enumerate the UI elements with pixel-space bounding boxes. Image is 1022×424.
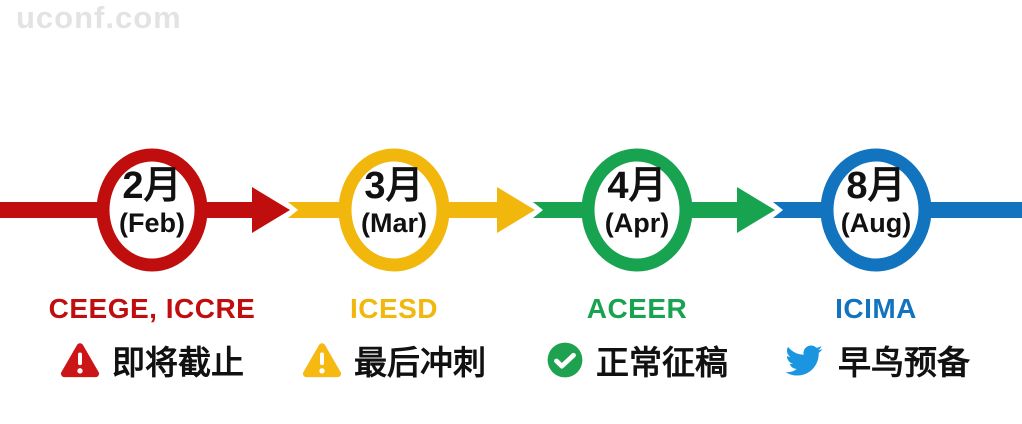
- alert-triangle-icon: [60, 342, 100, 377]
- alert-triangle-icon: [302, 342, 342, 377]
- watermark: uconf.com: [16, 0, 182, 35]
- status-aug: 早鸟预备: [756, 337, 996, 383]
- arrowhead-red: [252, 187, 290, 233]
- month-label-cn: 4月: [607, 165, 667, 207]
- arrowhead-yellow: [497, 187, 535, 233]
- node-ring-mar: [338, 148, 450, 272]
- arrowhead-green: [737, 187, 775, 233]
- status-text: 即将截止: [112, 344, 244, 381]
- status-text: 正常征稿: [596, 344, 728, 381]
- node-ring-aug: [820, 148, 932, 272]
- node-ring-feb: [96, 148, 208, 272]
- month-label-en: (Mar): [361, 207, 427, 238]
- status-text: 最后冲刺: [354, 344, 486, 381]
- conference-names-feb: CEEGE, ICCRE: [32, 293, 272, 325]
- conference-names-apr: ACEER: [517, 293, 757, 325]
- month-label-en: (Feb): [119, 207, 185, 238]
- month-label-cn: 3月: [364, 165, 424, 207]
- node-month-feb: 2月 (Feb): [32, 165, 272, 239]
- month-label-cn: 8月: [846, 165, 906, 207]
- conference-names-text: CEEGE, ICCRE: [48, 293, 256, 324]
- conference-names-text: ICIMA: [835, 293, 917, 324]
- node-month-mar: 3月 (Mar): [274, 165, 514, 239]
- node-month-aug: 8月 (Aug): [756, 165, 996, 239]
- month-label-en: (Aug): [840, 207, 912, 238]
- conference-names-text: ICESD: [349, 293, 439, 324]
- conference-names-aug: ICIMA: [756, 293, 996, 325]
- month-label-en: (Apr): [604, 207, 670, 238]
- check-circle-icon: [547, 342, 583, 378]
- node-ring-apr: [581, 148, 693, 272]
- twitter-bird-icon: [785, 344, 823, 376]
- status-feb: 即将截止: [32, 337, 272, 383]
- month-label-cn: 2月: [122, 165, 182, 207]
- conference-names-text: ACEER: [586, 293, 688, 324]
- conference-names-mar: ICESD: [274, 293, 514, 325]
- status-mar: 最后冲刺: [274, 337, 514, 383]
- status-apr: 正常征稿: [517, 337, 757, 383]
- node-month-apr: 4月 (Apr): [517, 165, 757, 239]
- status-text: 早鸟预备: [838, 344, 970, 381]
